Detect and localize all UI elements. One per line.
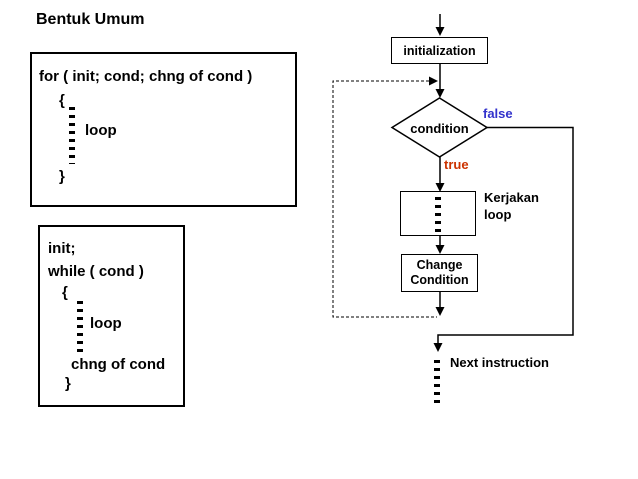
false-branch-label: false [483,106,513,121]
initialization-box: initialization [391,37,488,64]
while-loop-code-box: init; while ( cond ) { loop chng of cond… [38,225,185,407]
true-branch-label: true [444,157,469,172]
arrowhead-feedback-junction [429,76,438,86]
kerjakan-loop-label: Kerjakan loop [484,189,539,223]
arrowhead-next-instruction [433,343,443,352]
next-instruction-dashed-line [434,360,440,408]
kerjakan-label-line2: loop [484,207,512,222]
loop-body-box [400,191,476,236]
loop-body-dashed-line [77,301,83,355]
next-instruction-label: Next instruction [450,355,549,370]
change-box-line2: Condition [410,273,469,287]
for-loop-code-box: for ( init; cond; chng of cond ) { loop … [30,52,297,207]
while-statement: while ( cond ) [48,263,144,280]
change-statement: chng of cond [71,356,166,373]
for-statement: for ( init; cond; chng of cond ) [39,68,253,85]
open-brace: { [62,284,68,301]
arrowhead-entry [435,27,445,36]
close-brace: } [65,375,71,392]
change-condition-box: Change Condition [401,254,478,292]
loop-label: loop [85,122,117,139]
init-statement: init; [48,240,76,257]
arrowheads [429,27,445,352]
arrowhead-into-change-box [435,245,445,254]
initialization-label: initialization [403,43,476,58]
condition-label: condition [410,121,469,136]
page-title: Bentuk Umum [36,11,145,28]
close-brace: } [59,168,65,185]
kerjakan-label-line1: Kerjakan [484,190,539,205]
change-box-line1: Change [416,258,463,272]
arrowhead-into-condition [435,89,445,98]
loop-body-dashed-line [69,107,75,164]
loop-label: loop [90,315,122,332]
open-brace: { [59,92,65,109]
loop-body-dashed-line [435,197,441,233]
arrowhead-change-down [435,307,445,316]
